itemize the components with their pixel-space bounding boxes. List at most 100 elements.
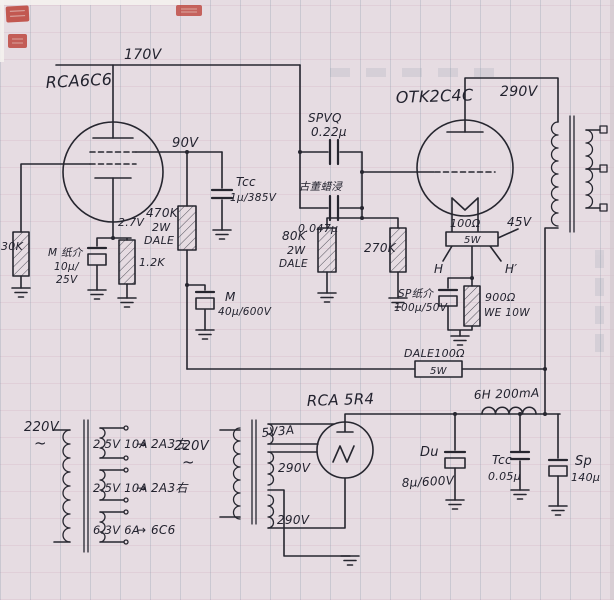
label-tcc1-value: 1μ/385V bbox=[230, 192, 277, 204]
label-tcc2-value: 0.05μ bbox=[488, 470, 521, 483]
label-spvq: SPVQ bbox=[308, 111, 342, 125]
label-du-value: 8μ/600V bbox=[401, 473, 455, 490]
label-m40-value: 40μ/600V bbox=[218, 306, 272, 318]
resistor-470k bbox=[177, 205, 197, 251]
cap-sp-100u bbox=[437, 288, 459, 307]
label-100ohm-watt: 5W bbox=[464, 235, 482, 246]
label-900ohm: 900Ω bbox=[485, 291, 516, 304]
label-antique-cap: 古董蜡浸 bbox=[299, 181, 343, 193]
label-winding2: 2.5V 10A bbox=[93, 481, 148, 495]
label-45v: 45V bbox=[507, 215, 532, 229]
label-470k: 470K bbox=[146, 206, 179, 220]
red-stamp-1 bbox=[5, 5, 30, 23]
label-heater-h2: H′ bbox=[505, 262, 517, 276]
resistor-100ohm-humpot bbox=[445, 231, 499, 247]
red-stamps bbox=[5, 5, 202, 48]
cap-coupling-022 bbox=[328, 138, 340, 166]
label-heater-h: H bbox=[434, 262, 443, 276]
tube-6c6 bbox=[62, 121, 164, 223]
label-mains-tilde: ~ bbox=[34, 434, 47, 452]
resistor-30k bbox=[12, 231, 30, 277]
label-80k: 80K bbox=[282, 229, 307, 243]
label-290v-plate: 290V bbox=[500, 84, 539, 100]
resistor-270k bbox=[389, 227, 407, 273]
label-290v-b: 290V bbox=[277, 513, 310, 527]
label-winding2-arrow: → bbox=[136, 481, 146, 495]
label-220v-mains: 220V bbox=[24, 420, 60, 435]
resistors bbox=[12, 205, 499, 378]
label-du: Du bbox=[420, 445, 439, 460]
label-220v-ht: 220V bbox=[174, 439, 210, 454]
filter-choke bbox=[481, 406, 537, 415]
label-80k-brand: DALE bbox=[279, 258, 308, 270]
labels: RCA6C6 170V 90V SPVQ 0.22μ 古董蜡浸 0.047μ T… bbox=[1, 47, 600, 537]
label-tcc1: Tcc bbox=[236, 175, 256, 189]
cap-cathode-10u bbox=[86, 246, 108, 266]
output-terminal bbox=[599, 125, 608, 134]
tube-5r4-rectifier bbox=[316, 421, 374, 479]
label-ht-tilde: ~ bbox=[182, 453, 195, 471]
label-900ohm-watt: WE 10W bbox=[484, 307, 530, 319]
label-sp-paper: SP纸介 bbox=[398, 288, 434, 300]
resistor-1k2 bbox=[118, 239, 136, 285]
label-antique-value: 0.047μ bbox=[298, 222, 338, 235]
label-sp-out: Sp bbox=[575, 454, 592, 469]
label-dale100: DALE100Ω bbox=[404, 347, 465, 360]
label-90v: 90V bbox=[172, 136, 199, 151]
output-terminal bbox=[599, 164, 608, 173]
junction-dots bbox=[111, 150, 547, 416]
label-dale100-watt: 5W bbox=[430, 366, 448, 377]
label-winding1-dest: 2A3左 bbox=[151, 437, 189, 451]
label-winding3-arrow: → bbox=[136, 523, 146, 537]
label-m-paper: M 纸介 bbox=[48, 247, 84, 259]
label-tube2: OTK2C4C bbox=[395, 85, 474, 107]
label-winding1: 2.5V 10A bbox=[93, 437, 148, 451]
cap-tcc-005 bbox=[509, 450, 531, 461]
output-terminal bbox=[599, 203, 608, 212]
label-tube3: RCA 5R4 bbox=[307, 390, 375, 410]
label-470k-watt: 2W bbox=[152, 221, 171, 234]
cap-sp-140u bbox=[547, 458, 569, 477]
label-winding1-arrow: → bbox=[136, 437, 146, 451]
resistor-80k bbox=[317, 227, 337, 273]
label-470k-brand: DALE bbox=[144, 234, 174, 247]
label-m40: M bbox=[225, 290, 236, 304]
label-1k2: 1.2K bbox=[139, 256, 165, 269]
resistor-dale-100ohm bbox=[414, 360, 463, 378]
wiring bbox=[20, 64, 601, 557]
cap-tcc-screen bbox=[210, 188, 234, 200]
label-spvq-value: 0.22μ bbox=[311, 125, 347, 139]
tube-2c4c bbox=[416, 119, 514, 217]
red-stamp-2 bbox=[8, 34, 27, 48]
label-m-paper-volt: 25V bbox=[56, 274, 78, 286]
cap-coupling-0047 bbox=[328, 194, 340, 222]
ghost-print bbox=[330, 68, 604, 352]
ht-transformer bbox=[232, 419, 275, 529]
label-tcc2: Tcc bbox=[492, 453, 512, 467]
label-sp-out-value: 140μ bbox=[571, 471, 600, 484]
label-winding3: 6.3V 6A bbox=[93, 523, 140, 537]
label-choke: 6H 200mA bbox=[474, 386, 540, 402]
label-30k: 30K bbox=[1, 240, 24, 253]
label-tube1: RCA6C6 bbox=[45, 70, 112, 92]
resistor-900ohm bbox=[463, 285, 481, 327]
label-winding2-dest: 2A3右 bbox=[151, 481, 189, 495]
label-170v: 170V bbox=[124, 47, 163, 63]
output-transformer bbox=[550, 115, 608, 233]
capacitors bbox=[86, 138, 569, 477]
label-2v7: 2.7V bbox=[118, 216, 145, 229]
label-290v-a: 290V bbox=[278, 461, 311, 475]
mains-transformer bbox=[62, 419, 129, 553]
cap-m-40u bbox=[194, 290, 216, 310]
label-270k: 270K bbox=[364, 241, 397, 255]
cap-du-8u bbox=[443, 450, 467, 469]
label-m-paper-value: 10μ/ bbox=[54, 261, 80, 273]
label-sp-paper-value: 100μ/50V bbox=[394, 302, 448, 314]
label-winding3-dest: 6C6 bbox=[151, 523, 176, 537]
label-100ohm: 100Ω bbox=[450, 217, 481, 230]
label-5v3a: 5V3A bbox=[261, 423, 295, 440]
label-80k-watt: 2W bbox=[287, 244, 306, 257]
